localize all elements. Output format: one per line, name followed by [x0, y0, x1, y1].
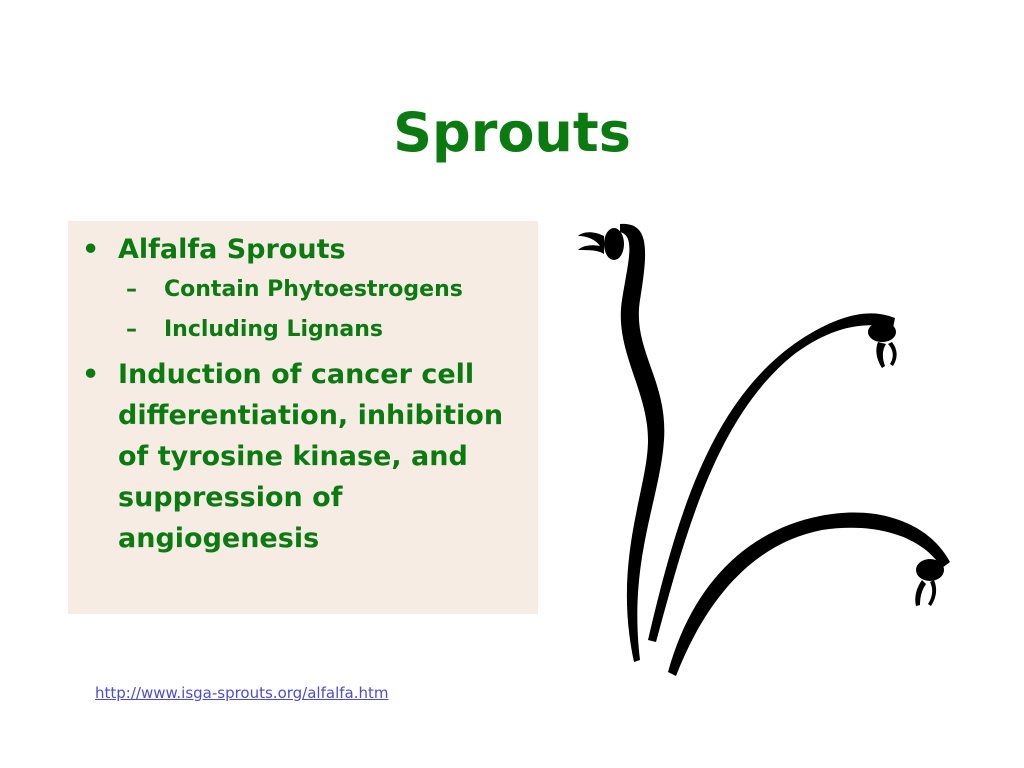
slide-title: Sprouts	[393, 101, 631, 164]
sprout-root	[578, 232, 604, 254]
bullet-list: • Alfalfa Sprouts – Contain Phytoestroge…	[82, 229, 532, 559]
sprout-seed	[604, 228, 624, 260]
bullet-icon: •	[82, 359, 100, 390]
dash-icon: –	[126, 317, 137, 342]
sprout-root	[915, 580, 937, 606]
bullet-text: Induction of cancer cell differentiation…	[118, 359, 504, 554]
bullet-text: Alfalfa Sprouts	[118, 234, 346, 265]
sprout-seed	[916, 559, 944, 581]
sprouts-illustration	[578, 223, 950, 676]
sub-bullet-text: Contain Phytoestrogens	[164, 277, 463, 302]
sprout-seed	[868, 322, 896, 342]
source-link[interactable]: http://www.isga-sprouts.org/alfalfa.htm	[95, 684, 389, 702]
bullet-icon: •	[82, 234, 100, 265]
sprout-root	[876, 342, 897, 368]
sub-bullet-item: – Including Lignans	[118, 310, 532, 350]
content-box: • Alfalfa Sprouts – Contain Phytoestroge…	[68, 221, 538, 614]
sprout-stem-middle	[648, 313, 895, 642]
sub-bullet-list: – Contain Phytoestrogens – Including Lig…	[118, 270, 532, 350]
bullet-item: • Alfalfa Sprouts – Contain Phytoestroge…	[82, 229, 532, 350]
dash-icon: –	[126, 277, 137, 302]
sprout-stem-left	[620, 223, 665, 662]
sub-bullet-item: – Contain Phytoestrogens	[118, 270, 532, 310]
sprout-stem-right	[668, 512, 950, 676]
bullet-item: • Induction of cancer cell differentiati…	[82, 354, 532, 559]
sub-bullet-text: Including Lignans	[164, 317, 384, 342]
